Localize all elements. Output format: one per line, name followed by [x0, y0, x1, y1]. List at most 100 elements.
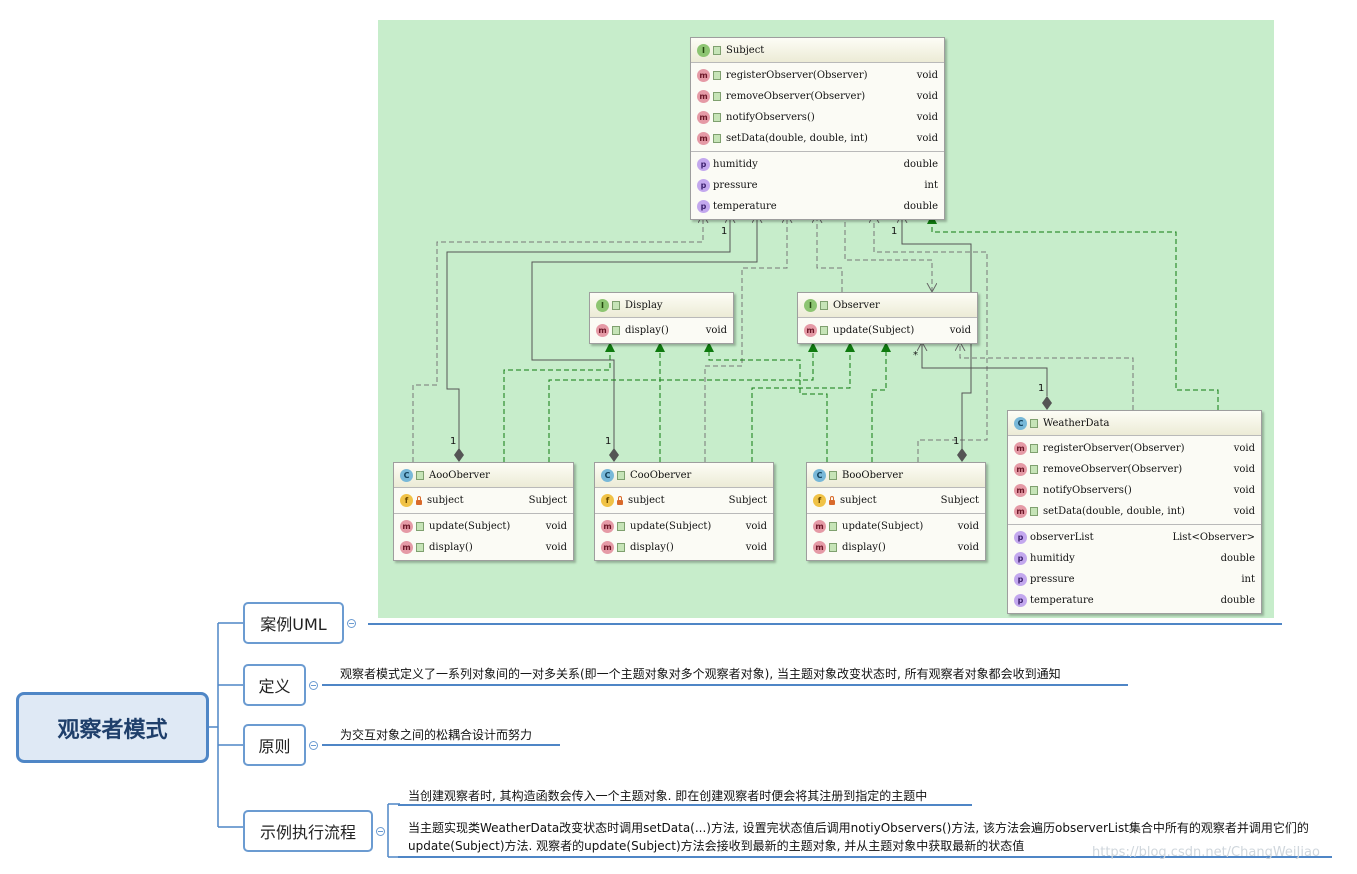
public-visibility-icon [829, 470, 837, 480]
diamond-aoo [454, 448, 464, 462]
method-icon: m [697, 111, 710, 124]
property-name: temperature [1030, 595, 1094, 606]
flow-text-1: 当创建观察者时, 其构造函数会传入一个主题对象. 即在创建观察者时便会将其注册到… [408, 789, 928, 803]
class-name: Subject [726, 44, 765, 56]
mindmap-root[interactable]: 观察者模式 [16, 692, 209, 763]
method-type: void [916, 133, 938, 144]
method-type: void [957, 542, 979, 553]
property-type: int [924, 180, 938, 191]
field-icon: f [400, 494, 413, 507]
property-icon: p [697, 158, 710, 171]
class-name: AooOberver [429, 469, 490, 481]
class-header: C AooOberver [394, 463, 573, 488]
dep-subject-observer [844, 214, 932, 292]
collapse-toggle-icon[interactable] [347, 619, 356, 628]
branch-case-uml[interactable]: 案例UML [243, 602, 344, 644]
public-visibility-icon [829, 522, 837, 531]
property-type: double [1220, 553, 1255, 564]
class-header: C BooOberver [807, 463, 985, 488]
public-visibility-icon [713, 113, 721, 122]
diamond-coo [609, 448, 619, 462]
real-boo-display [704, 342, 828, 462]
diamond-wd [1042, 396, 1052, 410]
property-icon: p [1014, 531, 1027, 544]
property-name: pressure [1030, 574, 1075, 585]
multiplicity-weather: 1 [1038, 383, 1045, 394]
property-type: double [1220, 595, 1255, 606]
method-type: void [916, 91, 938, 102]
property-icon: p [1014, 573, 1027, 586]
public-visibility-icon [617, 543, 625, 552]
branch-principle[interactable]: 原则 [243, 724, 306, 766]
collapse-toggle-icon[interactable] [309, 741, 318, 750]
method-name: update(Subject) [842, 521, 924, 532]
method-name: notifyObservers() [726, 112, 815, 123]
method-icon: m [596, 324, 609, 337]
property-icon: p [1014, 552, 1027, 565]
branch-example-flow[interactable]: 示例执行流程 [243, 810, 373, 852]
method-row: m registerObserver(Observer) void [1008, 438, 1261, 459]
real-aoo-display [503, 342, 615, 462]
method-name: update(Subject) [630, 521, 712, 532]
property-type: List<Observer> [1172, 532, 1255, 543]
method-type: void [545, 521, 567, 532]
field-name: subject [628, 495, 665, 506]
real-wd-subject [927, 214, 1219, 410]
public-visibility-icon [1030, 465, 1038, 474]
public-visibility-icon [416, 470, 424, 480]
method-type: void [1233, 443, 1255, 454]
method-icon: m [804, 324, 817, 337]
dep-aoo-subject [412, 214, 703, 462]
method-name: registerObserver(Observer) [1043, 443, 1185, 454]
public-visibility-icon [617, 522, 625, 531]
class-icon: C [813, 468, 826, 482]
property-name: pressure [713, 180, 758, 191]
public-visibility-icon [1030, 486, 1038, 495]
property-icon: p [697, 200, 710, 213]
dep-wd-observer [960, 342, 1134, 410]
field-name: subject [427, 495, 464, 506]
collapse-toggle-icon[interactable] [376, 827, 385, 836]
class-header: I Display [590, 293, 733, 318]
real-coo-observer [751, 342, 855, 462]
property-name: humitidy [1030, 553, 1075, 564]
method-name: setData(double, double, int) [1043, 506, 1185, 517]
public-visibility-icon [829, 543, 837, 552]
method-name: notifyObservers() [1043, 485, 1132, 496]
method-icon: m [1014, 442, 1027, 455]
lock-icon [829, 495, 835, 505]
multiplicity-aoo: 1 [450, 436, 457, 447]
diamond-boo [957, 448, 967, 462]
collapse-toggle-icon[interactable] [309, 681, 318, 690]
public-visibility-icon [416, 543, 424, 552]
method-name: display() [429, 542, 473, 553]
branch-definition[interactable]: 定义 [243, 664, 306, 706]
class-header: C CooOberver [595, 463, 773, 488]
class-name: BooOberver [842, 469, 904, 481]
lock-icon [416, 495, 422, 505]
property-icon: p [697, 179, 710, 192]
definition-text: 观察者模式定义了一系列对象间的一对多关系(即一个主题对象对多个观察者对象), 当… [340, 667, 1061, 681]
